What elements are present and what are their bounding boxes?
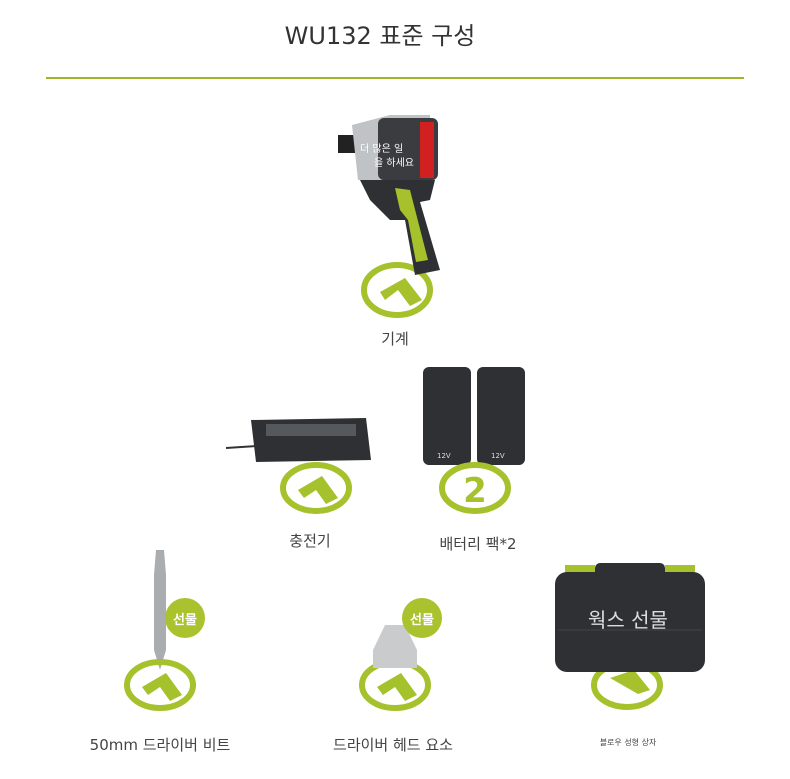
case-label: 블로우 성형 상자 (599, 738, 657, 747)
driver-head-image (359, 625, 431, 711)
drill-label: 기계 (381, 330, 409, 348)
battery-voltage: 12V (491, 452, 505, 460)
driver-bit-image (124, 550, 196, 711)
gift-badge: 선물 (402, 598, 442, 638)
divider (46, 77, 744, 79)
case-overlay-text: 웍스 선물 (588, 608, 668, 632)
bit-label: 50mm 드라이버 비트 (89, 736, 231, 754)
gift-badge: 선물 (165, 598, 205, 638)
overlay-text: 더 많은 일 (360, 143, 403, 155)
badge-ring (361, 262, 433, 318)
overlay-text: 을 하세요 (374, 156, 414, 169)
charger-image (226, 418, 371, 514)
carry-case-image (555, 563, 705, 710)
battery-pack-image: 12V 12V 2 (423, 367, 525, 514)
head-label: 드라이버 헤드 요소 (333, 736, 453, 754)
battery-label: 배터리 팩*2 (439, 535, 517, 553)
badge-numeral-1 (380, 278, 422, 306)
charger-label: 충전기 (289, 532, 331, 550)
impact-driver-image: 더 많은 일 을 하세요 (338, 115, 440, 318)
badge-numeral-2: 2 (463, 471, 487, 511)
battery-voltage: 12V (437, 452, 451, 460)
page-title: WU132 표준 구성 (284, 22, 476, 50)
